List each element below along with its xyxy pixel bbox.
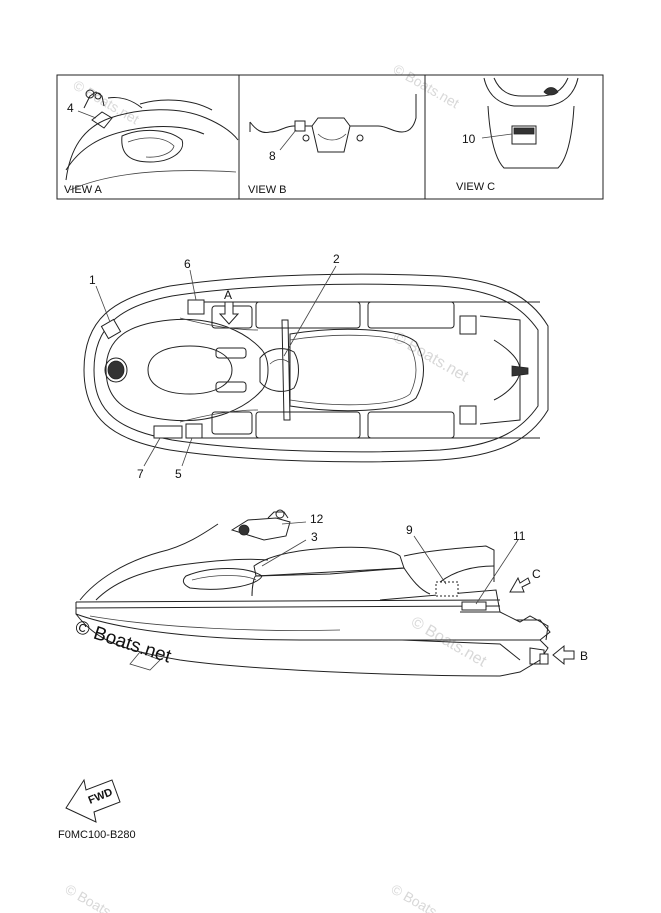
side-view-drawing: B C 12 3 9 11 © Boats.net <box>72 509 588 677</box>
fwd-indicator: FWD <box>65 778 121 823</box>
view-a-drawing: 4 VIEW A <box>64 89 239 196</box>
arrow-a-icon <box>218 301 240 325</box>
callout-10: 10 <box>462 132 476 146</box>
arrow-c-label: C <box>532 567 541 581</box>
arrow-b-icon <box>552 644 575 666</box>
callout-9: 9 <box>406 523 413 537</box>
fwd-arrow-icon <box>65 778 121 823</box>
callout-4: 4 <box>67 101 74 115</box>
view-b-label: VIEW B <box>248 184 287 196</box>
watermark-3: © Boats.net <box>390 329 472 386</box>
callout-11: 11 <box>513 529 526 543</box>
callout-6: 6 <box>184 257 191 271</box>
callout-12: 12 <box>310 512 324 526</box>
view-c-label: VIEW C <box>456 181 495 193</box>
callout-2: 2 <box>333 252 340 266</box>
arrow-b-label: B <box>580 649 588 663</box>
callout-1: 1 <box>89 273 96 287</box>
arrow-c-icon <box>509 576 531 593</box>
arrow-a-label: A <box>224 288 232 302</box>
callout-7: 7 <box>137 467 144 481</box>
callout-8: 8 <box>269 149 276 163</box>
watermark-5: © Boats.net <box>63 881 135 913</box>
view-a-label: VIEW A <box>64 184 103 196</box>
detail-views: 4 VIEW A 8 VIEW B 10 VIEW C <box>56 74 604 200</box>
view-b-drawing: 8 VIEW B <box>248 94 417 196</box>
callout-3: 3 <box>311 530 318 544</box>
diagram-code: F0MC100-B280 <box>58 829 136 841</box>
detail-views-frame <box>56 74 604 200</box>
watermark-6: © Boats.net <box>389 881 461 913</box>
watermark-2: © Boats.net <box>391 61 463 112</box>
callout-5: 5 <box>175 467 182 481</box>
view-c-drawing: 10 VIEW C <box>456 77 579 193</box>
top-view-drawing: A 1 6 2 7 5 <box>83 252 549 481</box>
